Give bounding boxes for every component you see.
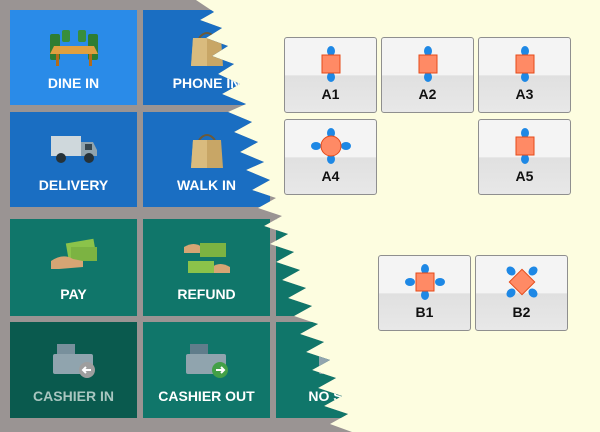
delivery-label: DELIVERY xyxy=(38,177,109,193)
table-a3-label: A3 xyxy=(515,86,534,102)
shopping-bag-icon xyxy=(187,28,227,71)
no-sale-label: NO SALE xyxy=(308,388,371,404)
money-hand-icon xyxy=(49,237,99,276)
delivery-button[interactable]: DELIVERY xyxy=(10,112,137,207)
cashier-in-label: CASHIER IN xyxy=(33,388,114,404)
table-a1-label: A1 xyxy=(321,86,340,102)
cashier-in-button[interactable]: CASHIER IN xyxy=(10,322,137,418)
table-b2-button[interactable]: B2 xyxy=(475,255,568,331)
table-a2-label: A2 xyxy=(418,86,437,102)
dine-in-label: DINE IN xyxy=(47,75,100,91)
shopping-bag-icon xyxy=(187,130,227,173)
pay-label: PAY xyxy=(60,286,87,302)
refund-button[interactable]: REFUND xyxy=(143,219,270,316)
table-b1-button[interactable]: B1 xyxy=(378,255,471,331)
cashier-out-label: CASHIER OUT xyxy=(158,388,255,404)
table-a5-button[interactable]: A5 xyxy=(478,119,571,195)
refund-label: REFUND xyxy=(177,286,236,302)
table-a1-button[interactable]: A1 xyxy=(284,37,377,113)
table-b1-label: B1 xyxy=(415,304,434,320)
table-a3-button[interactable]: A3 xyxy=(478,37,571,113)
table-two-seat-icon xyxy=(418,46,437,82)
table-two-seat-icon xyxy=(515,46,534,82)
table-a2-button[interactable]: A2 xyxy=(381,37,474,113)
dine-in-button[interactable]: DINE IN xyxy=(10,10,137,105)
dining-table-icon xyxy=(48,28,100,71)
table-two-seat-icon xyxy=(515,128,534,164)
cash-register-out-icon xyxy=(184,340,230,383)
phone-in-button[interactable]: PHONE IN xyxy=(143,10,270,105)
table-b2-label: B2 xyxy=(512,304,531,320)
table-a4-button[interactable]: A4 xyxy=(284,119,377,195)
money-exchange-icon xyxy=(182,237,232,280)
walk-in-label: WALK IN xyxy=(176,177,237,193)
walk-in-button[interactable]: WALK IN xyxy=(143,112,270,207)
cashier-out-button[interactable]: CASHIER OUT xyxy=(143,322,270,418)
pay-button[interactable]: PAY xyxy=(10,219,137,316)
table-a4-label: A4 xyxy=(321,168,340,184)
phone-in-label: PHONE IN xyxy=(172,75,241,91)
table-round-four-seat-icon xyxy=(310,128,351,164)
table-diamond-four-seat-icon xyxy=(505,266,538,298)
cash-register-icon xyxy=(317,340,352,383)
cash-register-in-icon xyxy=(51,340,97,383)
table-two-seat-icon xyxy=(321,46,340,82)
table-a5-label: A5 xyxy=(515,168,534,184)
table-four-seat-icon xyxy=(404,264,445,300)
delivery-truck-icon xyxy=(49,130,99,169)
no-sale-button[interactable]: NO SALE xyxy=(276,322,371,418)
